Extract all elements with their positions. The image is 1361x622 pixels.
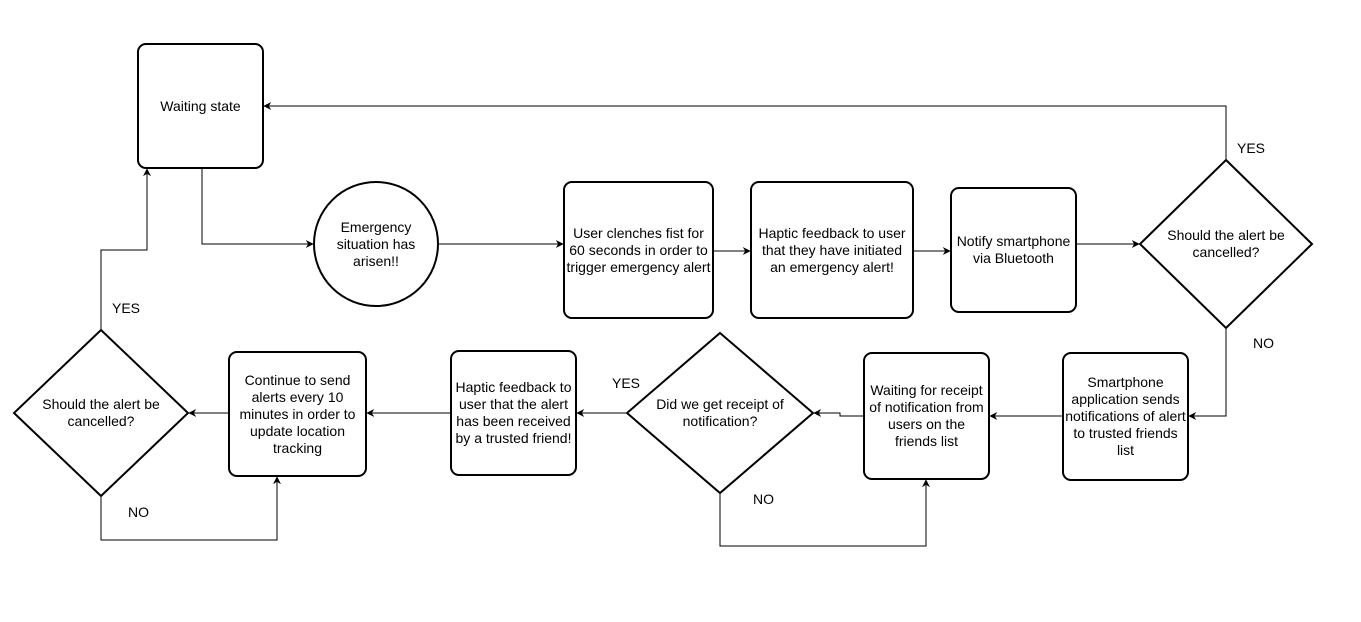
edge-waiting-emergency [201,168,314,248]
cancel2-no-label: NO [128,504,149,520]
edge-receipt-no [719,479,930,547]
haptic-initiated-box [750,181,914,319]
cancel1-yes-label: YES [1237,140,1266,156]
notify-box [950,187,1077,313]
receipt-text: Did we get receipt of notification? [656,396,784,429]
haptic-initiated-text: Haptic feedback to user that they have i… [758,224,906,275]
smartphone-text: Smartphone application sends notificatio… [1065,374,1186,458]
continue-text: Continue to send alerts every 10 minutes… [239,371,356,456]
cancel2-text: Should the alert be cancelled? [42,396,160,429]
clench-text: User clenches fist for 60 seconds in ord… [566,224,711,275]
haptic-received-text: Haptic feedback to user that the alert h… [455,379,572,446]
cancel1-no-label: NO [1253,335,1274,351]
clench-box [563,181,714,319]
edge-cancel2-no [100,476,281,541]
notify-text: Notify smartphone via Bluetooth [956,233,1071,266]
edge-cancel2-yes [100,168,151,330]
edge-waiting-receipt [813,409,864,417]
edge-cancel1-yes [263,102,1227,160]
edge-cancel1-no [1188,328,1227,420]
receipt-yes-label: YES [612,375,641,391]
receipt-no-label: NO [753,491,774,507]
continue-box [228,351,367,477]
cancel1-text: Should the alert be cancelled? [1167,227,1285,260]
waiting-receipt-text: Waiting for receipt of notification from… [869,382,984,449]
waiting-state-box [137,43,264,169]
waiting-state-text: Waiting state [160,97,241,114]
emergency-text: Emergency situation has arisen!! [336,218,416,269]
cancel2-yes-label: YES [112,300,141,316]
